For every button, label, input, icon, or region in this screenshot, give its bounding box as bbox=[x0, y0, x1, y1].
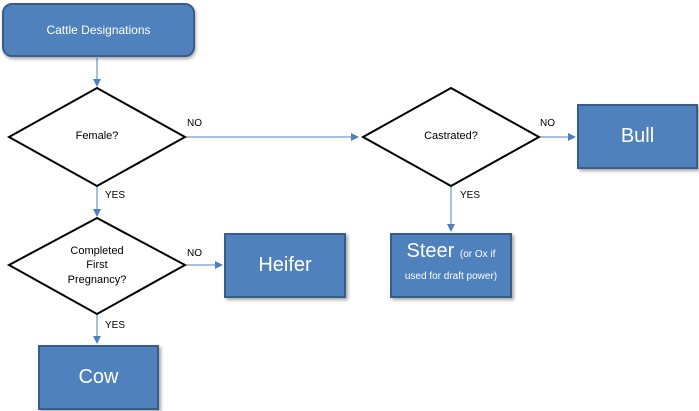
female-question-label: Female? bbox=[75, 130, 119, 142]
bull-node: Bull bbox=[577, 104, 698, 169]
pregnancy-no-label: NO bbox=[187, 248, 202, 259]
castrated-question-label: Castrated? bbox=[424, 130, 478, 142]
castrated-no-label: NO bbox=[540, 118, 555, 129]
cow-label: Cow bbox=[78, 366, 119, 388]
bull-label: Bull bbox=[620, 125, 655, 147]
pregnancy-yes-label: YES bbox=[105, 320, 126, 331]
steer-note: (or Ox if used for draft power) bbox=[404, 249, 498, 282]
start-node-label: Cattle Designations bbox=[46, 23, 151, 37]
female-decision-diamond bbox=[6, 86, 188, 188]
pregnancy-question-line2: First bbox=[86, 259, 108, 272]
cow-node: Cow bbox=[38, 345, 159, 410]
castrated-decision-diamond bbox=[360, 86, 542, 188]
heifer-label: Heifer bbox=[258, 254, 312, 276]
pregnancy-question-label: Completed First Pregnancy? bbox=[47, 244, 147, 287]
steer-label: Steer bbox=[406, 240, 455, 262]
female-no-label: NO bbox=[187, 118, 202, 129]
pregnancy-question-line3: Pregnancy? bbox=[67, 273, 127, 286]
pregnancy-decision-diamond bbox=[6, 216, 188, 316]
steer-node: Steer (or Ox if used for draft power) bbox=[390, 233, 512, 298]
castrated-yes-label: YES bbox=[460, 190, 481, 201]
start-node: Cattle Designations bbox=[2, 3, 195, 57]
heifer-node: Heifer bbox=[224, 233, 346, 298]
female-yes-label: YES bbox=[105, 190, 126, 201]
pregnancy-question-line1: Completed bbox=[70, 245, 124, 257]
